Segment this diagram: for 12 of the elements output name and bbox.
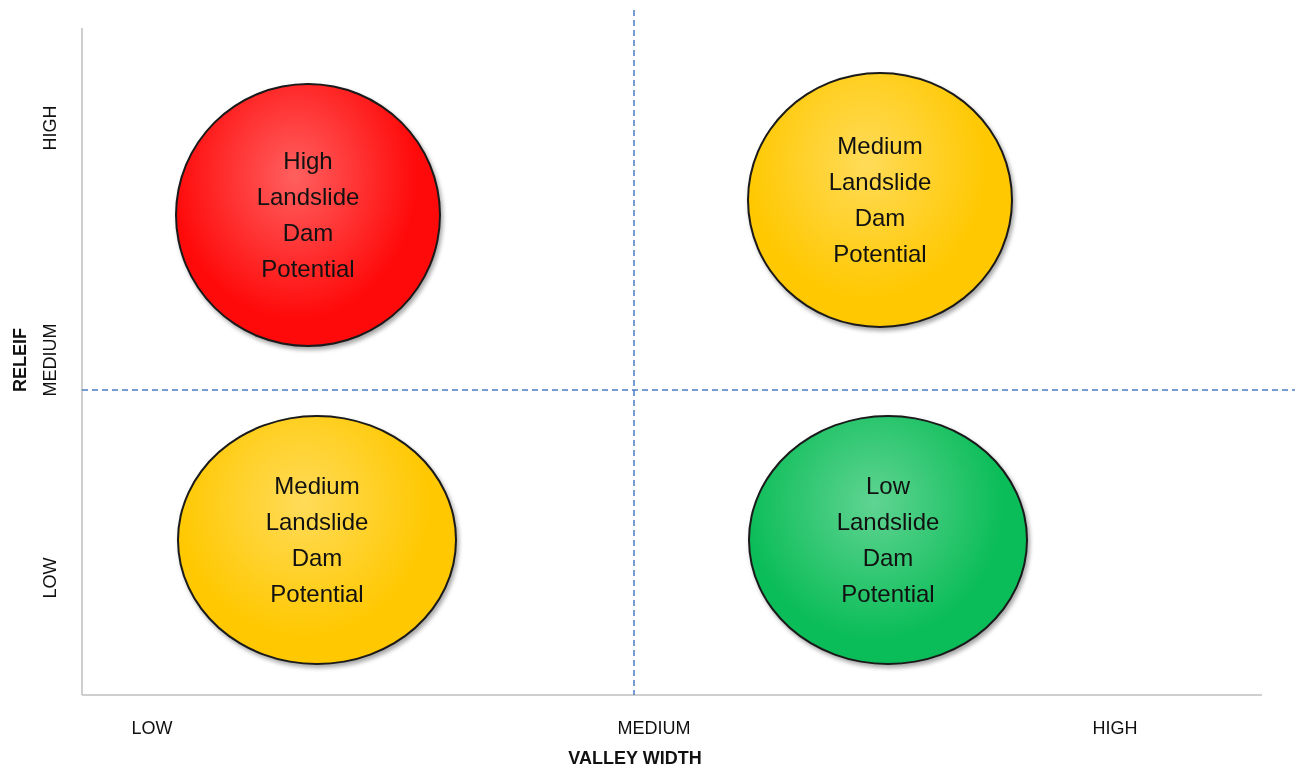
circle-label: Medium Landslide Dam Potential bbox=[264, 471, 370, 609]
axis-tick-label: LOW bbox=[131, 717, 173, 739]
circle-label: Low Landslide Dam Potential bbox=[835, 471, 941, 609]
axis-title: RELEIF bbox=[9, 328, 31, 392]
circle-label: High Landslide Dam Potential bbox=[255, 146, 361, 284]
axis-tick-label: MEDIUM bbox=[39, 323, 61, 397]
circle-label: Medium Landslide Dam Potential bbox=[827, 131, 933, 269]
axis-tick-label: HIGH bbox=[1092, 717, 1138, 739]
axis-tick-label: HIGH bbox=[39, 105, 61, 151]
axis-title: VALLEY WIDTH bbox=[568, 747, 702, 769]
axis-tick-label: MEDIUM bbox=[617, 717, 691, 739]
axis-tick-label: LOW bbox=[39, 557, 61, 599]
